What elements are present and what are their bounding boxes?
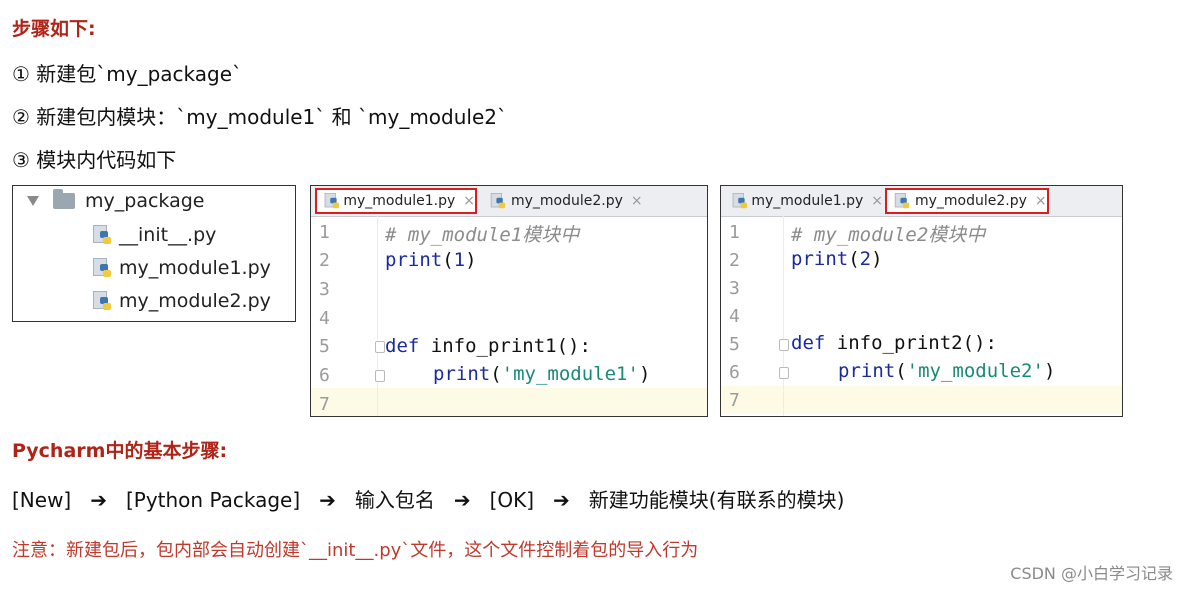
gutter-divider <box>783 216 784 416</box>
code-line-6[interactable]: print('my_module2') <box>838 360 1056 382</box>
python-file-icon <box>324 193 340 209</box>
fold-marker-icon[interactable] <box>779 367 789 379</box>
pycharm-heading: Pycharm中的基本步骤: <box>12 440 228 462</box>
code-line-1[interactable]: # my_module2模块中 <box>791 224 986 246</box>
python-file-icon <box>732 193 748 209</box>
tab-label: my_module1.py <box>751 193 864 209</box>
code-line-1[interactable]: # my_module1模块中 <box>385 224 580 246</box>
folder-name: my_package <box>85 190 205 212</box>
line-number: 1 <box>729 222 740 243</box>
code-line-6[interactable]: print('my_module1') <box>433 363 651 385</box>
note-text: 注意：新建包后，包内部会自动创建`__init__.py`文件，这个文件控制着包… <box>12 540 699 561</box>
close-tab-icon[interactable]: × <box>871 193 883 209</box>
editor-module2: my_module1.py × my_module2.py × 1 2 3 4 … <box>720 185 1123 417</box>
flow-step: [OK] <box>489 488 535 512</box>
line-number: 5 <box>729 334 740 355</box>
line-number: 5 <box>319 336 330 357</box>
code-line-5[interactable]: def info_print2(): <box>791 332 997 354</box>
code-line-5[interactable]: def info_print1(): <box>385 335 591 357</box>
step-3: ③ 模块内代码如下 <box>12 148 177 172</box>
fold-marker-icon[interactable] <box>375 341 385 353</box>
line-number: 7 <box>729 390 740 411</box>
line-number: 3 <box>729 278 740 299</box>
python-file-icon <box>490 193 506 209</box>
python-file-icon <box>93 291 111 311</box>
editor-tab-bar: my_module1.py × my_module2.py × <box>721 186 1122 217</box>
file-name: my_module2.py <box>119 290 271 312</box>
line-number: 2 <box>319 250 330 271</box>
arrow-right-icon: ➔ <box>90 488 107 512</box>
tab-my-module1[interactable]: my_module1.py × <box>315 188 477 214</box>
tree-folder-row[interactable]: my_package <box>27 189 205 212</box>
watermark: CSDN @小白学习记录 <box>1010 564 1173 583</box>
line-number: 4 <box>729 306 740 327</box>
tab-my-module2[interactable]: my_module2.py × <box>483 188 653 214</box>
flow-step: 输入包名 <box>354 488 435 512</box>
flow-step: [Python Package] <box>125 488 301 512</box>
tab-label: my_module2.py <box>511 193 623 209</box>
python-file-icon <box>93 258 111 278</box>
arrow-right-icon: ➔ <box>319 488 336 512</box>
tab-my-module1[interactable]: my_module1.py × <box>725 188 883 214</box>
tab-label: my_module2.py <box>915 193 1027 209</box>
line-number: 6 <box>319 365 330 386</box>
line-number: 3 <box>319 279 330 300</box>
line-number: 2 <box>729 250 740 271</box>
flow-step: [New] <box>12 488 72 512</box>
tab-label: my_module1.py <box>343 193 456 209</box>
fold-marker-icon[interactable] <box>375 370 385 382</box>
close-tab-icon[interactable]: × <box>463 193 475 209</box>
file-name: __init__.py <box>119 224 217 246</box>
line-number: 4 <box>319 308 330 329</box>
close-tab-icon[interactable]: × <box>1034 193 1047 209</box>
step-1: ① 新建包`my_package` <box>12 62 243 86</box>
line-number: 1 <box>319 222 330 243</box>
folder-icon <box>53 189 75 209</box>
flow-step: 新建功能模块(有联系的模块) <box>588 488 845 512</box>
arrow-right-icon: ➔ <box>553 488 570 512</box>
code-line-2[interactable]: print(2) <box>791 248 883 270</box>
close-tab-icon[interactable]: × <box>630 193 643 209</box>
expand-triangle-icon[interactable] <box>27 196 39 206</box>
steps-heading: 步骤如下: <box>12 18 96 40</box>
code-line-2[interactable]: print(1) <box>385 249 477 271</box>
line-number: 6 <box>729 362 740 383</box>
python-file-icon <box>894 193 910 209</box>
pycharm-flow: [New] ➔ [Python Package] ➔ 输入包名 ➔ [OK] ➔… <box>12 484 844 513</box>
project-tree: my_package __init__.py my_module1.py my_… <box>12 185 296 322</box>
editor-tab-bar: my_module1.py × my_module2.py × <box>311 186 707 217</box>
current-line-highlight <box>311 388 707 416</box>
current-line-highlight <box>721 386 1122 414</box>
tree-file-row[interactable]: my_module2.py <box>93 290 271 312</box>
arrow-right-icon: ➔ <box>453 488 471 512</box>
line-number: 7 <box>319 394 330 415</box>
python-file-icon <box>93 225 111 245</box>
tree-file-row[interactable]: my_module1.py <box>93 257 271 279</box>
fold-marker-icon[interactable] <box>779 339 789 351</box>
step-2: ② 新建包内模块：`my_module1` 和 `my_module2` <box>12 105 507 129</box>
tree-file-row[interactable]: __init__.py <box>93 224 216 246</box>
gutter-divider <box>377 216 378 416</box>
tab-my-module2[interactable]: my_module2.py × <box>885 188 1049 214</box>
file-name: my_module1.py <box>119 257 271 279</box>
editor-module1: my_module1.py × my_module2.py × 1 2 3 4 … <box>310 185 708 417</box>
